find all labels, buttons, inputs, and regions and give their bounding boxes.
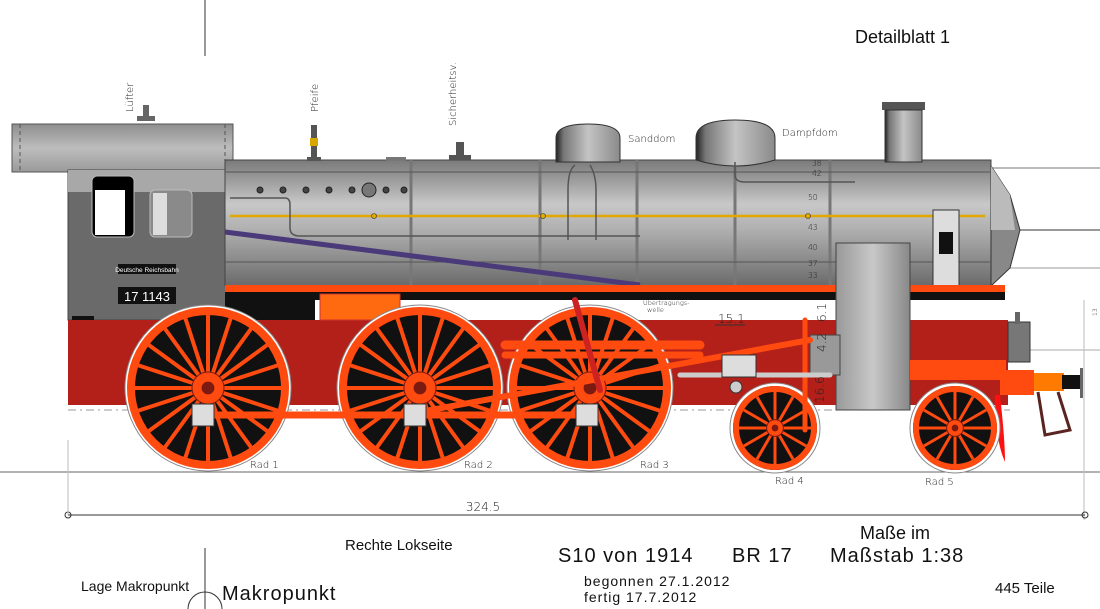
steam-dome bbox=[695, 119, 776, 167]
crank-pins bbox=[191, 403, 599, 427]
sheet-title: Detailblatt 1 bbox=[855, 27, 950, 47]
svg-text:15.1: 15.1 bbox=[718, 312, 745, 326]
boiler-marks: 38 42 50 43 40 37 33 bbox=[808, 159, 822, 280]
svg-text:16.6: 16.6 bbox=[813, 376, 827, 403]
boiler-bands bbox=[409, 160, 832, 286]
label-sanddom: Sanddom bbox=[628, 134, 675, 145]
svg-text:4.2: 4.2 bbox=[815, 333, 829, 352]
svg-text:6.1: 6.1 bbox=[815, 303, 829, 322]
macro-point-title: Makropunkt bbox=[222, 583, 337, 605]
svg-text:42: 42 bbox=[812, 169, 822, 178]
label-rad-5: Rad 5 bbox=[925, 477, 954, 488]
label-rad-4: Rad 4 bbox=[775, 476, 804, 487]
number-plate-text: 17 1143 bbox=[124, 289, 170, 304]
sand-dome bbox=[555, 123, 621, 163]
sicherheitsventil bbox=[386, 142, 471, 161]
svg-text:40: 40 bbox=[808, 243, 818, 252]
overall-dimension: 324.5 bbox=[64, 440, 1089, 519]
label-luefter: Lüfter bbox=[125, 82, 136, 112]
label-rad-1: Rad 1 bbox=[250, 460, 279, 471]
class-label: BR 17 bbox=[732, 545, 793, 567]
cylinder-block bbox=[835, 242, 911, 411]
svg-text:33: 33 bbox=[808, 271, 818, 280]
steam-pipe bbox=[224, 229, 641, 288]
cab-roof bbox=[11, 123, 234, 173]
pfeife bbox=[307, 125, 321, 161]
title-block: Detailblatt 1 Rechte Lokseite Maße im S1… bbox=[81, 27, 1055, 609]
svg-text:38: 38 bbox=[812, 159, 822, 168]
label-pfeife: Pfeife bbox=[310, 84, 321, 112]
operator-plate bbox=[118, 264, 176, 274]
started-date: begonnen 27.1.2012 bbox=[584, 573, 730, 589]
detail-dimensions: 15.1 6.1 4.2 16.6 13 bbox=[715, 303, 1099, 403]
running-board bbox=[225, 285, 1005, 292]
dimension-overall: 324.5 bbox=[466, 500, 500, 514]
number-plate bbox=[118, 287, 176, 304]
label-dampfdom: Dampfdom bbox=[782, 128, 838, 139]
svg-text:50: 50 bbox=[808, 193, 818, 202]
wheel-2 bbox=[336, 304, 504, 472]
dims-label: Maße im bbox=[860, 523, 930, 543]
svg-text:welle: welle bbox=[647, 306, 664, 314]
crosshead bbox=[721, 354, 757, 394]
boiler-fittings bbox=[256, 182, 408, 198]
front-buffer bbox=[995, 312, 1083, 462]
svg-text:13: 13 bbox=[1092, 308, 1099, 316]
parts-count: 445 Teile bbox=[995, 580, 1055, 597]
component-labels: Lüfter Pfeife Sicherheitsv. Sanddom Damp… bbox=[125, 62, 954, 488]
label-rad-2: Rad 2 bbox=[464, 460, 493, 471]
feedwater-pump bbox=[932, 209, 960, 291]
wheel-3 bbox=[506, 304, 674, 472]
rods bbox=[204, 297, 833, 433]
luefter-vent bbox=[137, 105, 155, 121]
chimney bbox=[882, 102, 925, 163]
finished-date: fertig 17.7.2012 bbox=[584, 589, 697, 605]
wheel-4 bbox=[729, 382, 821, 474]
label-rad-3: Rad 3 bbox=[640, 460, 669, 471]
model-label: S10 von 1914 bbox=[558, 545, 693, 567]
svg-text:43: 43 bbox=[808, 223, 818, 232]
side-label: Rechte Lokseite bbox=[345, 537, 453, 554]
scale-label: Maßstab 1:38 bbox=[830, 545, 964, 567]
svg-text:37: 37 bbox=[808, 259, 818, 268]
label-uebertragungswelle: Übertragungs- bbox=[643, 298, 690, 307]
operator-plate-text: Deutsche Reichsbahn bbox=[115, 267, 179, 274]
label-sicherheitsv: Sicherheitsv. bbox=[448, 62, 459, 126]
wheel-1 bbox=[124, 304, 292, 472]
wheel-5 bbox=[909, 382, 1001, 474]
macro-point-label: Lage Makropunkt bbox=[81, 578, 189, 594]
